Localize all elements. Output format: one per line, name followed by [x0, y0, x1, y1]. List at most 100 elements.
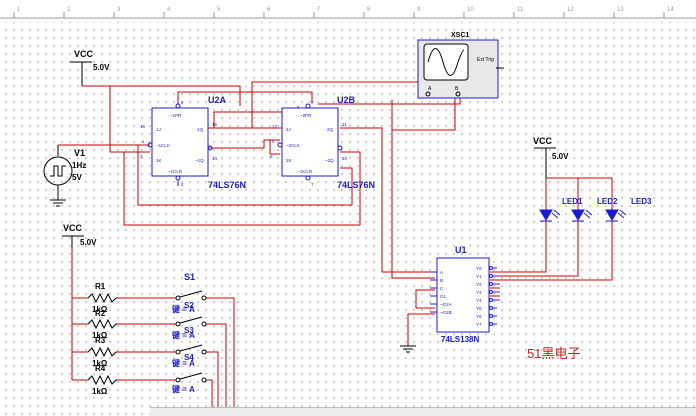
wire-vcc-u2a-pr — [82, 85, 241, 106]
svg-text:4: 4 — [181, 100, 184, 105]
u1-part: 74LS138N — [441, 335, 479, 344]
u2b-pin-q: 2Q — [327, 127, 334, 132]
u2b-body — [281, 107, 339, 177]
vcc-top[interactable]: VCC 5.0V — [70, 49, 110, 86]
u2a-pin-clk: ~1CLK — [156, 143, 170, 148]
wire-res-bus — [71, 248, 88, 381]
resistor-icon — [87, 318, 118, 330]
svg-text:14: 14 — [212, 156, 218, 161]
r4-value: 1kΩ — [92, 387, 108, 396]
watermark: 51黑电子 — [527, 346, 580, 361]
u1-left-pin-label: ~G2A — [440, 302, 452, 307]
clock-source-v1[interactable]: V1 1Hz 5V — [43, 145, 86, 207]
u1-right-pin-label: Y2 — [476, 282, 482, 287]
u2b-pin-j: 2J — [286, 127, 291, 132]
v1-amp: 5V — [72, 173, 82, 182]
u1-right-pin-bubble — [489, 282, 493, 286]
svg-text:12: 12 — [272, 124, 278, 129]
u2a-pin-q: 1Q — [197, 127, 204, 132]
flipflop-u2a[interactable]: ~1PR 1J ~1CLK 1K ~1CLR 1Q ~1Q 4 16 1 3 2… — [140, 95, 246, 190]
ruler-tick-label: 9 — [417, 7, 421, 13]
ruler-tick-label: 10 — [467, 7, 474, 13]
vcc-switch[interactable]: VCC 5.0V — [62, 223, 97, 248]
switch-s4[interactable]: S4 键 = A — [171, 353, 207, 394]
wire-u2a-to-u2b — [208, 139, 280, 149]
flipflop-u2b[interactable]: ~2PR 2J ~2CLK 2K ~2CLR 2Q ~2Q 9 12 6 8 7… — [270, 95, 375, 190]
u2a-pin-clr: ~1CLR — [168, 169, 183, 174]
wire-u1-g — [415, 289, 435, 309]
svg-text:1: 1 — [142, 139, 145, 144]
led2-diode-icon — [571, 209, 585, 221]
switch-array[interactable]: S1 键 = A S2 键 = A S3 键 = A S4 键 = A — [171, 272, 207, 394]
led2[interactable]: LED2 — [571, 197, 618, 222]
resistor-r1[interactable]: R1 1kΩ — [87, 282, 118, 314]
s3-key: 键 = A — [171, 358, 195, 368]
scope-ch-b: B — [455, 86, 459, 92]
u1-right-pin-bubble — [489, 322, 493, 326]
r1-ref: R1 — [95, 282, 106, 291]
led-array[interactable]: LED1 LED2 LED3 — [539, 197, 652, 222]
horizontal-scrollbar[interactable] — [150, 407, 696, 416]
wire-u2a-top — [177, 91, 313, 102]
scope-ext-trig: Ext Trig — [477, 57, 494, 63]
wire-u2b-q-u1a — [340, 127, 435, 273]
led3-diode-icon — [605, 209, 619, 221]
u1-left-pin-label: A — [440, 270, 443, 275]
switch-s3[interactable]: S3 键 = A — [171, 326, 207, 368]
u2b-pin-pr: ~2PR — [300, 113, 312, 118]
u1-right-pin-bubble — [489, 298, 493, 302]
svg-text:7: 7 — [311, 182, 314, 187]
u2a-ref: U2A — [208, 95, 227, 105]
u1-right-pin-bubble — [489, 314, 493, 318]
switch-lever-icon — [179, 372, 203, 380]
u1-right-pin-bubble — [489, 306, 493, 310]
svg-text:6: 6 — [272, 139, 275, 144]
u2a-pin-k: 1K — [156, 158, 162, 163]
u2b-pin-clr: ~2CLR — [298, 169, 313, 174]
square-wave-icon — [50, 165, 66, 177]
svg-text:11: 11 — [342, 122, 347, 127]
switch-lever-icon — [179, 290, 203, 298]
resistor-r3[interactable]: R3 1kΩ — [87, 336, 118, 368]
switch-lever-icon — [179, 344, 203, 352]
scope-ref: XSC1 — [451, 32, 469, 39]
led3[interactable]: LED3 — [605, 197, 652, 222]
svg-text:9: 9 — [311, 100, 314, 105]
wire-u1-ground — [407, 313, 435, 346]
v1-ref: V1 — [74, 148, 85, 158]
r3-ref: R3 — [95, 336, 106, 345]
led3-label: LED3 — [631, 197, 652, 206]
s2-key: 键 = A — [171, 330, 195, 340]
u2b-part: 74LS76N — [337, 180, 375, 190]
resistor-r4[interactable]: R4 1kΩ — [87, 364, 118, 396]
r2-ref: R2 — [95, 309, 106, 318]
u1-right-pin-label: Y7 — [476, 322, 482, 327]
led1[interactable]: LED1 — [539, 197, 583, 222]
u1-right-pin-label: Y5 — [476, 306, 482, 311]
u1-ref: U1 — [455, 245, 467, 255]
scope-screen — [423, 43, 469, 81]
led2-label: LED2 — [597, 197, 618, 206]
u1-right-pin-bubble — [489, 290, 493, 294]
u1-right-pin-bubble — [489, 274, 493, 278]
resistor-array[interactable]: R1 1kΩ R2 1kΩ R3 1kΩ R4 1kΩ — [87, 282, 118, 396]
u2a-part: 74LS76N — [208, 180, 246, 190]
resistor-r2[interactable]: R2 1kΩ — [87, 309, 118, 340]
u1-right-pin-label: Y0 — [476, 266, 482, 271]
vcc-led[interactable]: VCC 5.0V — [533, 136, 569, 178]
oscilloscope-xsc1[interactable]: XSC1 Ext Trig A B — [417, 32, 504, 99]
s4-ref: S4 — [184, 353, 194, 362]
r4-ref: R4 — [95, 364, 106, 373]
u2b-pin-k: 2K — [286, 158, 292, 163]
svg-text:2: 2 — [181, 182, 184, 187]
led1-diode-icon — [539, 209, 553, 221]
switch-s2[interactable]: S2 键 = A — [171, 301, 207, 340]
u1-left-pin-label: G1 — [440, 294, 447, 299]
vcc-top-name: VCC — [74, 49, 94, 59]
switch-s1[interactable]: 键 = A — [171, 290, 207, 314]
wire-vcc-u2a-j — [109, 86, 150, 153]
